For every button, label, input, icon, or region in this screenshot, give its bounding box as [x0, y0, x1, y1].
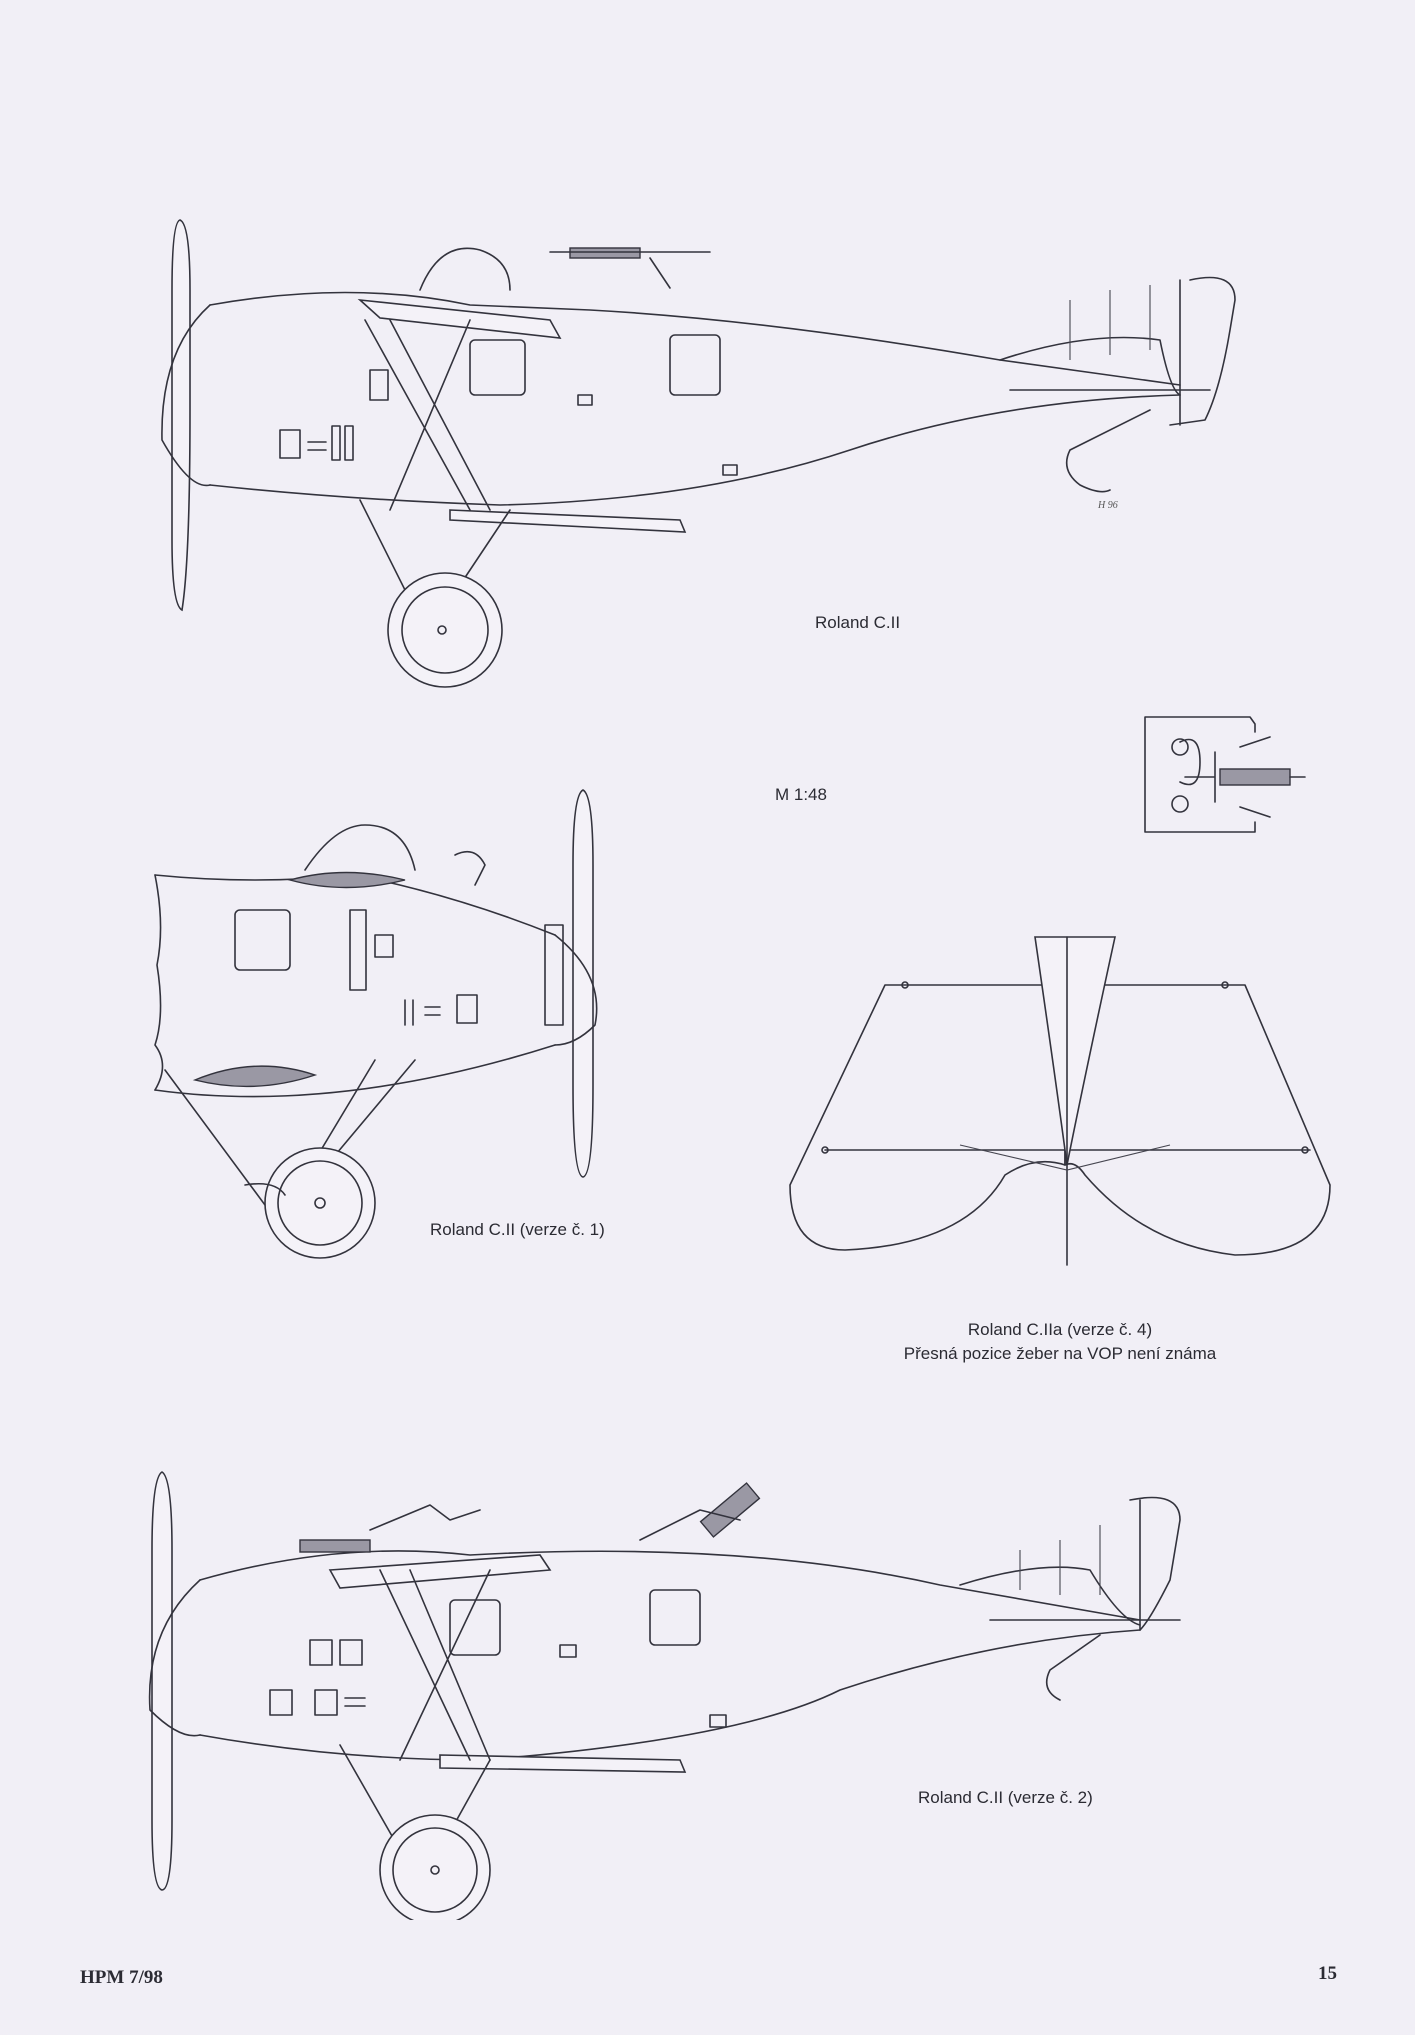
- caption-roland-c2: Roland C.II: [815, 613, 901, 632]
- caption-scale: M 1:48: [775, 785, 827, 804]
- drawing-roland-c2-side: H 96: [150, 210, 1290, 690]
- caption-tailplane-line2: Přesná pozice žeber na VOP není známa: [903, 1344, 1217, 1363]
- caption-tailplane-line1: Roland C.IIa (verze č. 4): [967, 1320, 1153, 1339]
- caption-version2: Roland C.II (verze č. 2): [918, 1788, 1093, 1807]
- drawing-tailplane-top: [785, 935, 1345, 1275]
- publication-footer: HPM 7/98: [80, 1967, 163, 1988]
- drawing-gun-mount-detail: [1140, 712, 1320, 837]
- caption-version1: Roland C.II (verze č. 1): [430, 1220, 605, 1239]
- svg-text:H 96: H 96: [1097, 500, 1118, 511]
- page-number: 15: [1318, 1963, 1337, 1984]
- drawing-roland-c2-version1: [135, 785, 615, 1265]
- drawing-roland-c2-version2: [140, 1470, 1250, 1920]
